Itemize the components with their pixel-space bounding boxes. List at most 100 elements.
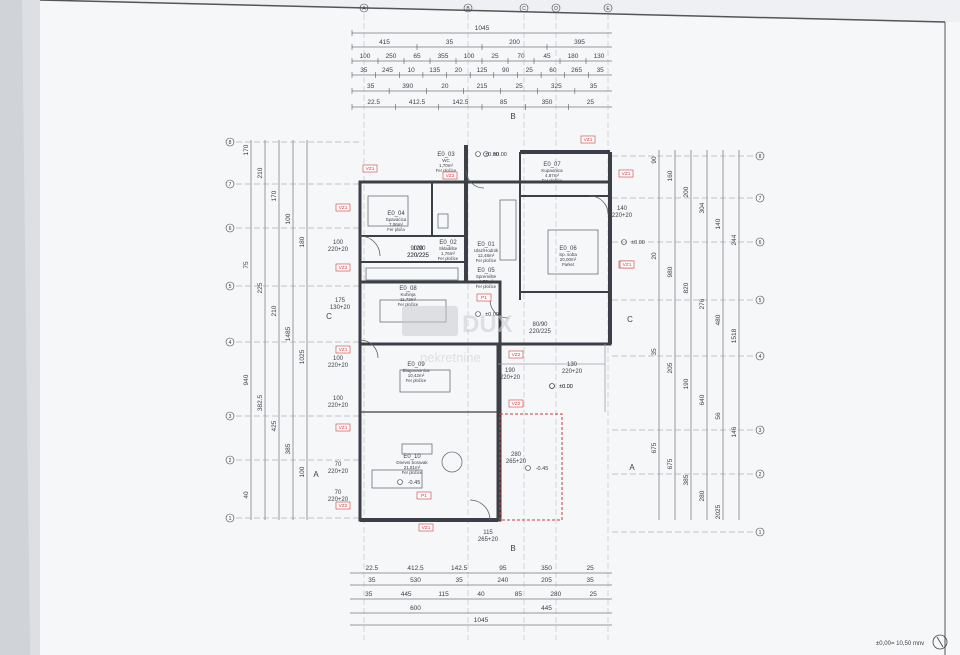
door-arc-1 [359, 235, 381, 257]
tag-box [476, 293, 492, 302]
room-code: E0_06 [559, 246, 577, 252]
section-mark: A [313, 470, 319, 479]
dim-value-left: 385 [285, 443, 292, 454]
room-floor: Fer pločice [406, 378, 427, 383]
tag-box [362, 164, 378, 173]
room-name: Kupaonica [541, 168, 563, 173]
dim-value-right: 20 [651, 252, 658, 260]
dim-value-right: 2025 [715, 504, 722, 519]
dim-value-bottom: 600 [410, 605, 421, 612]
paper-shadow [0, 0, 40, 655]
room-name: Dnevni boravak [396, 460, 428, 465]
room-name: Spavaćica [386, 217, 407, 222]
tag-label: VZ2 [339, 265, 348, 271]
tag-label: VZ1 [339, 205, 348, 211]
dim-value-bottom: 530 [410, 577, 421, 584]
axis-bubble-left [225, 337, 235, 347]
tag-label: VZ2 [512, 401, 521, 407]
dim-value-right: 480 [715, 314, 722, 325]
level-value: ±0.00 [485, 312, 499, 318]
terrace-outline [499, 413, 563, 521]
opening-label-line: 220/225 [407, 253, 429, 259]
opening-label-line: 220/225 [529, 329, 551, 335]
axis-bubble-top [519, 3, 529, 13]
dim-value-left: 170 [271, 190, 278, 201]
axis-label-left: 8 [229, 140, 232, 146]
tag-box [418, 523, 434, 532]
dim-value-left: 382.5 [257, 394, 264, 411]
dim-value-bottom: 350 [541, 565, 552, 572]
opening-label-line: 100 [333, 356, 344, 362]
dim-value-right: 640 [699, 394, 706, 405]
room-floor: Fer pločice [476, 284, 497, 289]
dim-value-bottom: 412.5 [407, 565, 424, 572]
axis-bubble-left [225, 179, 235, 189]
room-code: E0_05 [477, 268, 495, 274]
dim-value-left: 1025 [299, 349, 306, 364]
axis-label-left: 2 [229, 458, 232, 464]
dim-value-right: 276 [699, 298, 706, 309]
axis-label-right: 1 [759, 530, 762, 536]
bed-bedroom-4 [367, 195, 409, 227]
dim-value-top: 1045 [475, 25, 490, 32]
tag-box [335, 263, 351, 272]
door-arc-2 [465, 169, 485, 189]
dim-value-top: 250 [386, 53, 397, 60]
section-mark: A [629, 463, 635, 472]
wc-bowl [437, 213, 449, 229]
room-area: 10,42m² [408, 373, 425, 378]
opening-label-line: 90/90 [410, 246, 426, 252]
tag-box [580, 135, 596, 144]
room-floor: Fer pločice [438, 256, 459, 261]
right-dimension-chains: 9016020030414024420980820276480151835205… [651, 150, 740, 520]
axis-bubble-right [755, 151, 765, 161]
axis-bubble-right [755, 351, 765, 361]
dim-value-bottom: 240 [497, 577, 508, 584]
opening-label-line: 220+20 [562, 369, 583, 375]
axis-label-top: A [362, 6, 366, 12]
tag-box [508, 399, 524, 408]
axis-label-right: 4 [759, 354, 762, 360]
level-symbol [549, 383, 555, 389]
dim-value-top: 265 [571, 67, 582, 74]
axis-bubble-left [225, 455, 235, 465]
room-area: 20,00m² [560, 257, 577, 262]
dim-value-top: 395 [574, 39, 585, 46]
axis-bubble-top [603, 3, 613, 13]
dim-value-bottom: 445 [541, 605, 552, 612]
building-walls [358, 145, 612, 522]
axis-bubble-left [225, 513, 235, 523]
axis-label-left: 6 [229, 226, 232, 232]
dim-value-right: 1518 [731, 328, 738, 343]
room-area: 11,72m² [400, 297, 417, 302]
room-name: Spremište [476, 274, 497, 279]
level-symbol [475, 151, 481, 157]
dim-value-top: 35 [597, 67, 605, 74]
dim-value-right: 304 [699, 202, 706, 213]
door-arc-4 [469, 499, 491, 521]
axis-label-left: 4 [229, 340, 232, 346]
dim-value-right: 385 [683, 474, 690, 485]
room-code: E0_10 [403, 454, 421, 460]
dim-value-top: 45 [543, 53, 551, 60]
level-value: ±0.00 [559, 384, 573, 390]
opening-label-line: 220+20 [328, 403, 349, 409]
tag-box [619, 260, 635, 269]
axis-label-right: 7 [759, 196, 762, 202]
level-value: -0.45 [536, 466, 549, 472]
axis-label-right: 3 [759, 428, 762, 434]
axis-label-top: C [522, 6, 526, 12]
dim-value-bottom: 1045 [474, 617, 489, 624]
window-tags: VZ1VZ2VZ1VZ2VZ1VZ2VZ1VZ1VZ2VZ1VZ2VZ2VZ1P… [335, 135, 635, 532]
level-value: ±0.00 [493, 152, 507, 158]
dim-value-top: 100 [360, 53, 371, 60]
room-area: 1,76m² [441, 251, 456, 256]
